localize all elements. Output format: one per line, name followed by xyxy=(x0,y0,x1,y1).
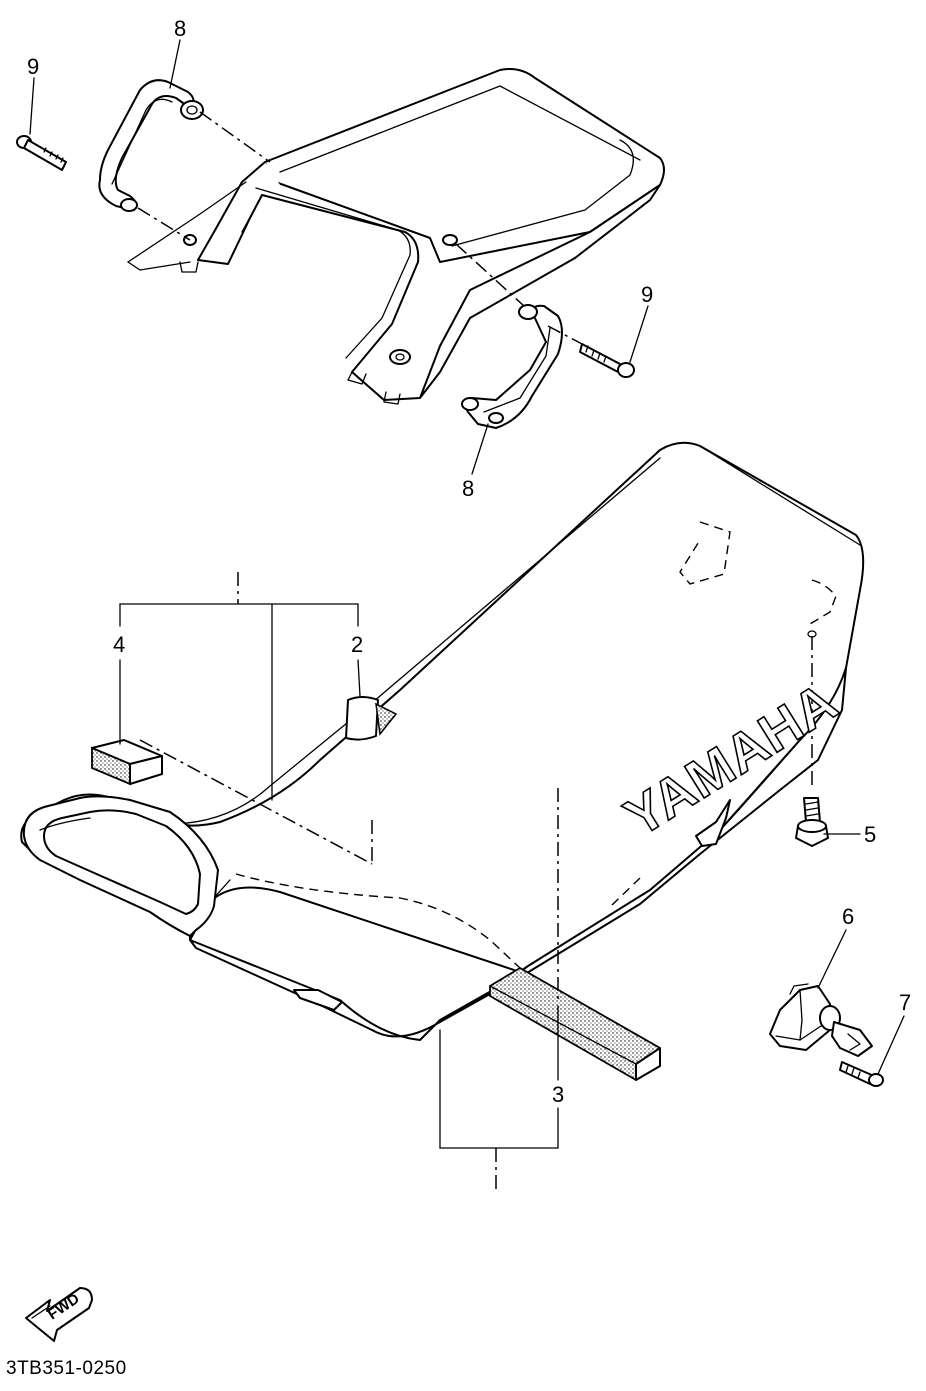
callout-9-right: 9 xyxy=(641,282,653,307)
callout-3: 3 xyxy=(552,1082,564,1107)
fwd-arrow: FWD xyxy=(25,1287,93,1342)
callout-6: 6 xyxy=(842,904,854,929)
pad-2 xyxy=(345,696,398,741)
callout-4: 4 xyxy=(113,632,125,657)
seat-front-loop xyxy=(22,795,219,937)
drawing-code: 3TB351-0250 xyxy=(6,1358,127,1379)
callout-2: 2 xyxy=(351,632,363,657)
bolt-9-right xyxy=(547,325,635,378)
callout-5: 5 xyxy=(864,822,876,847)
bolt-9-left xyxy=(16,135,67,171)
callout-8-bottom: 8 xyxy=(462,476,474,501)
main-seat xyxy=(20,441,865,1041)
leader-lines xyxy=(29,39,905,1194)
callout-7: 7 xyxy=(899,990,911,1015)
grab-bar-right xyxy=(455,243,563,429)
foam-pad-4 xyxy=(91,739,373,865)
callout-8-top: 8 xyxy=(174,16,186,41)
seat-lock-6 xyxy=(769,983,873,1057)
callout-numbers: 9 8 9 8 4 2 5 6 7 3 xyxy=(27,16,911,1107)
bolt-5 xyxy=(795,636,829,847)
seat-cowl xyxy=(127,68,665,405)
grab-bar-left xyxy=(98,79,271,241)
screw-7 xyxy=(839,1061,884,1087)
callout-9-top-left: 9 xyxy=(27,54,39,79)
foam-strip-3 xyxy=(489,788,661,1082)
fwd-arrow-icon xyxy=(25,1287,93,1342)
